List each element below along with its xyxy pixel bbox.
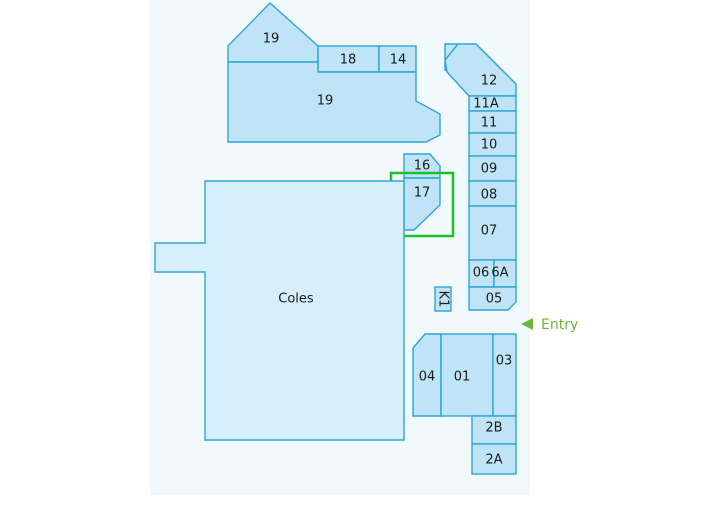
unit-6a[interactable] xyxy=(493,259,517,288)
kiosk-k1[interactable] xyxy=(434,286,452,312)
unit-14[interactable] xyxy=(378,45,417,73)
unit-2a[interactable] xyxy=(471,443,517,475)
unit-08[interactable] xyxy=(468,180,517,207)
unit-05[interactable] xyxy=(468,286,517,311)
unit-10[interactable] xyxy=(468,132,517,157)
unit-11[interactable] xyxy=(468,110,517,134)
unit-2b[interactable] xyxy=(471,415,517,445)
unit-18[interactable] xyxy=(317,45,380,73)
entry-label: Entry xyxy=(541,317,578,333)
unit-01[interactable] xyxy=(440,333,494,417)
unit-coles[interactable] xyxy=(154,180,405,441)
unit-19-main[interactable] xyxy=(227,61,441,143)
unit-06[interactable] xyxy=(468,259,495,288)
unit-03[interactable] xyxy=(492,333,517,417)
unit-11a[interactable] xyxy=(468,95,517,112)
unit-09[interactable] xyxy=(468,155,517,182)
entry-arrow-icon xyxy=(521,318,533,330)
unit-04[interactable] xyxy=(412,333,442,417)
unit-07[interactable] xyxy=(468,205,517,261)
